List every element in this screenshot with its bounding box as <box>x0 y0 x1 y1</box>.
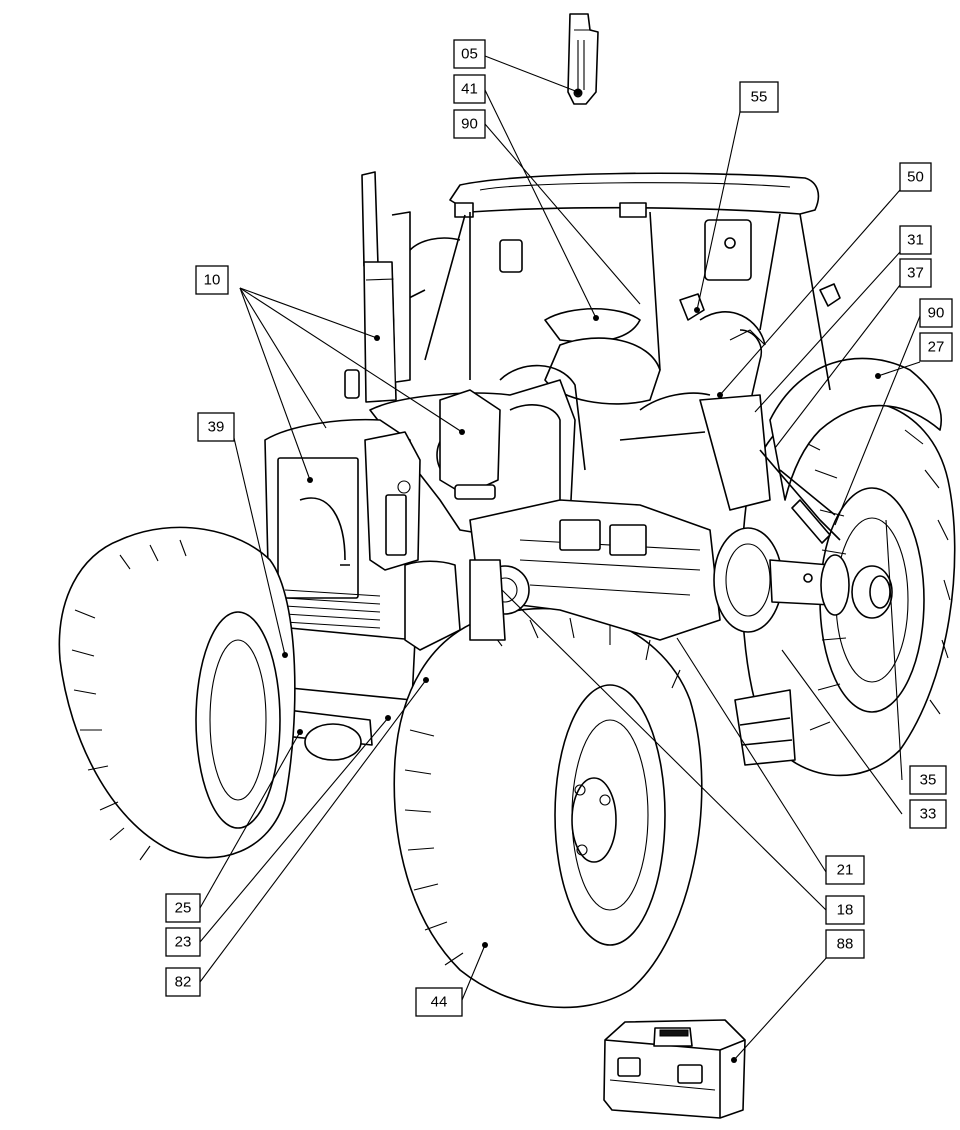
exhaust-stack <box>361 171 411 403</box>
toolbox-inset <box>603 1019 746 1119</box>
callout-88: 88 <box>825 929 865 959</box>
callout-41-label: 41 <box>461 81 478 98</box>
callout-10: 10 <box>195 265 229 295</box>
callout-90-right-label: 90 <box>928 305 945 322</box>
callout-21: 21 <box>825 855 865 885</box>
callout-10-label: 10 <box>204 272 221 289</box>
callout-44-label: 44 <box>431 994 448 1011</box>
callout-90-right: 90 <box>919 298 953 328</box>
front-weight <box>257 560 461 701</box>
front-right-wheel <box>393 607 703 1009</box>
callout-23-label: 23 <box>175 934 192 951</box>
engine-block <box>369 364 586 541</box>
callout-88-label: 88 <box>837 936 854 953</box>
callout-18-label: 18 <box>837 902 854 919</box>
callout-27: 27 <box>919 332 953 362</box>
callouts: 05 41 90 55 50 31 37 90 <box>165 39 953 1017</box>
callout-44: 44 <box>415 987 463 1017</box>
rear-axle <box>713 527 891 633</box>
callout-37: 37 <box>899 258 932 288</box>
callout-21-label: 21 <box>837 862 854 879</box>
cab-steps <box>734 689 796 766</box>
front-radiator <box>264 418 421 661</box>
leader-lines <box>199 55 921 1063</box>
callout-05-label: 05 <box>461 46 478 63</box>
callout-35: 35 <box>909 765 947 795</box>
callout-33: 33 <box>909 799 947 829</box>
callout-37-label: 37 <box>907 265 924 282</box>
callout-27-label: 27 <box>928 339 945 356</box>
three-point-hitch <box>619 329 841 544</box>
cab <box>344 172 841 405</box>
callout-33-label: 33 <box>920 806 937 823</box>
callout-05: 05 <box>453 39 486 69</box>
callout-50-label: 50 <box>907 169 924 186</box>
callout-50: 50 <box>899 162 932 192</box>
rear-fender <box>769 357 942 501</box>
callout-25: 25 <box>165 893 201 923</box>
callout-31: 31 <box>899 225 932 255</box>
callout-55: 55 <box>739 81 779 113</box>
callout-90-top: 90 <box>453 109 486 139</box>
front-left-wheel <box>58 526 296 861</box>
callout-39: 39 <box>197 412 235 442</box>
callout-25-label: 25 <box>175 900 192 917</box>
fuse-holder-inset <box>567 13 599 105</box>
tractor-illustration <box>58 13 956 1119</box>
callout-55-label: 55 <box>751 89 768 106</box>
transmission <box>469 499 721 641</box>
callout-41: 41 <box>453 74 486 104</box>
callout-18: 18 <box>825 895 865 925</box>
callout-82: 82 <box>165 967 201 997</box>
callout-82-label: 82 <box>175 974 192 991</box>
callout-39-label: 39 <box>208 419 225 436</box>
callout-35-label: 35 <box>920 772 937 789</box>
callout-31-label: 31 <box>907 232 924 249</box>
callout-90-top-label: 90 <box>461 116 478 133</box>
callout-23: 23 <box>165 927 201 957</box>
